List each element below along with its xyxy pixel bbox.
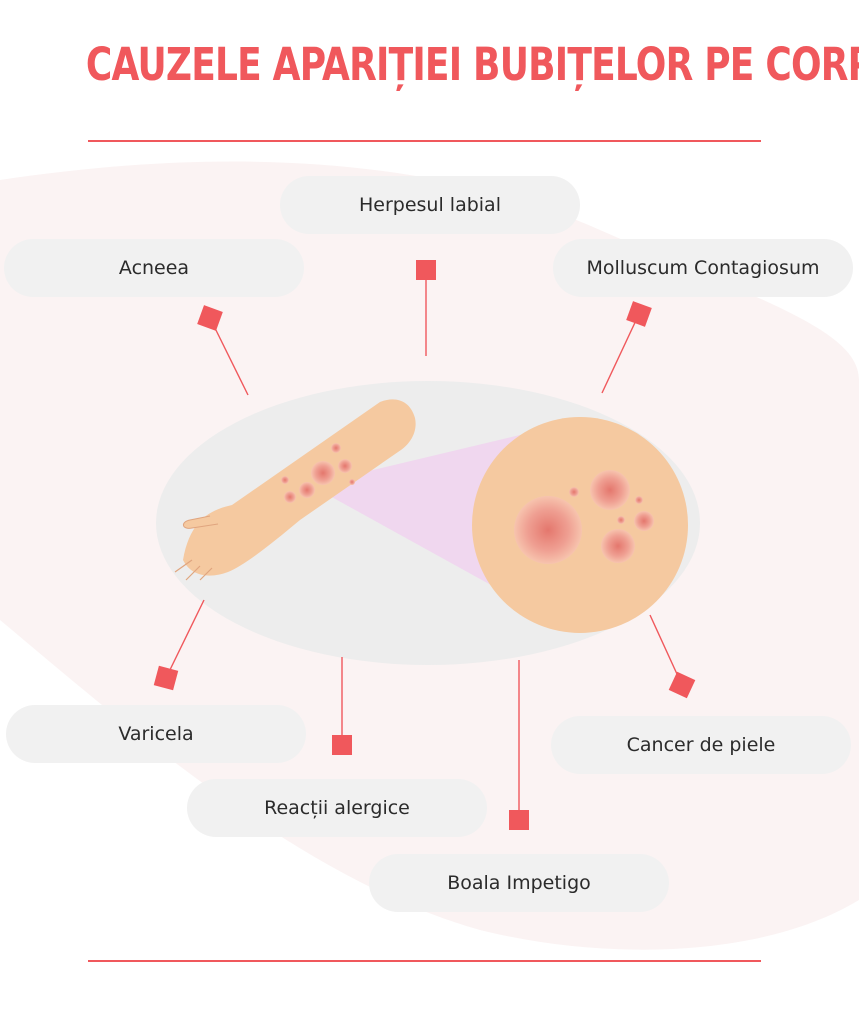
- cause-skin-cancer: Cancer de piele: [551, 716, 851, 774]
- rash-spot: [299, 482, 315, 498]
- cause-acne: Acneea: [4, 239, 304, 297]
- connector-marker: [153, 665, 179, 691]
- bottom-divider: [88, 960, 761, 962]
- cause-varicella: Varicela: [6, 705, 306, 763]
- rash-spot: [311, 461, 335, 485]
- rash-spot: [331, 443, 341, 453]
- rash-spot: [338, 459, 352, 473]
- connector-marker: [416, 260, 436, 280]
- cause-allergic: Reacții alergice: [187, 779, 487, 837]
- page-title: CAUZELE APARIȚIEI BUBIȚELOR PE CORP: [85, 38, 859, 91]
- connector-marker: [332, 735, 352, 755]
- connector-marker: [668, 671, 696, 699]
- cause-molluscum: Molluscum Contagiosum: [553, 239, 853, 297]
- rash-spot: [590, 470, 630, 510]
- rash-spot: [635, 496, 643, 504]
- magnified-skin: [472, 417, 688, 633]
- arm: [174, 399, 416, 581]
- rash-spot: [569, 487, 579, 497]
- rash-spot: [284, 491, 296, 503]
- connector-marker: [626, 301, 652, 327]
- connector-marker: [197, 305, 223, 331]
- rash-spot: [349, 479, 355, 485]
- rash-spot: [514, 496, 582, 564]
- rash-spot: [617, 516, 625, 524]
- cause-herpes: Herpesul labial: [280, 176, 580, 234]
- top-divider: [88, 140, 761, 142]
- rash-spot: [281, 476, 289, 484]
- rash-spot: [634, 511, 654, 531]
- cause-impetigo: Boala Impetigo: [369, 854, 669, 912]
- rash-spot: [601, 529, 635, 563]
- connector-marker: [509, 810, 529, 830]
